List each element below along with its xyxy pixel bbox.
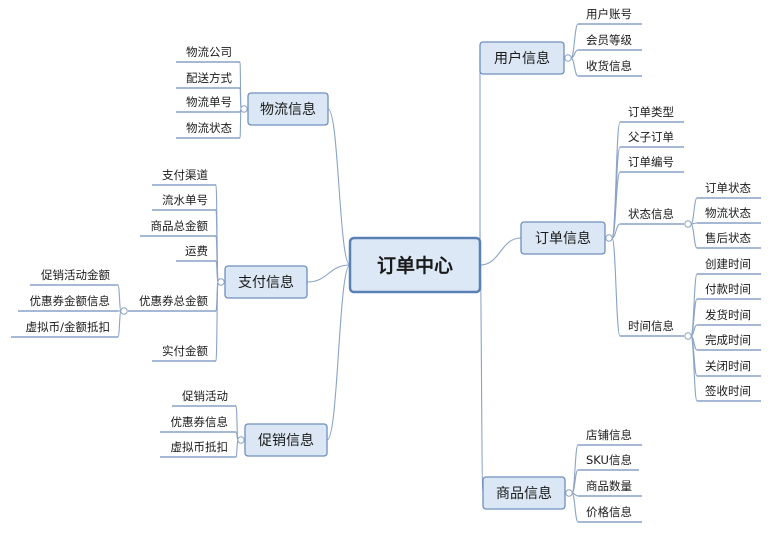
branch-order-item-4-sub-1-label[interactable]: 付款时间 <box>705 282 751 296</box>
branch-payment-item-4-collapse-toggle[interactable] <box>120 307 128 315</box>
branch-promotion-item-2-label[interactable]: 虚拟币抵扣 <box>171 440 229 454</box>
branch-payment-item-4-sub-2-label[interactable]: 虚拟币/金额抵扣 <box>26 320 110 334</box>
branch-order-box[interactable] <box>520 221 606 255</box>
branch-user-item-1-label[interactable]: 会员等级 <box>586 33 632 47</box>
branch-order-item-4-label[interactable]: 时间信息 <box>628 319 674 333</box>
branch-order-item-3-label[interactable]: 状态信息 <box>628 207 674 221</box>
branch-order-item-2-connector <box>611 171 621 239</box>
branch-product-item-3-label[interactable]: 价格信息 <box>586 505 632 519</box>
branch-order-item-4-sub-0-label[interactable]: 创建时间 <box>705 257 751 271</box>
branch-promotion-item-0-label[interactable]: 促销活动 <box>182 389 228 403</box>
branch-order-item-4-sub-1-connector <box>690 298 698 337</box>
branch-user-box[interactable] <box>479 41 565 75</box>
branch-order-item-4-connector <box>611 237 621 337</box>
branch-payment-item-1-label[interactable]: 流水单号 <box>162 193 208 207</box>
branch-user-label: 用户信息 <box>494 50 550 67</box>
branch-payment-item-0-label[interactable]: 支付渠道 <box>162 168 208 182</box>
branch-order-item-4-collapse-toggle[interactable] <box>684 332 692 340</box>
branch-order-label: 订单信息 <box>535 230 591 247</box>
branch-order-item-3-sub-0-connector <box>690 197 698 225</box>
branch-product-box[interactable] <box>482 476 566 510</box>
branch-payment-item-2-label[interactable]: 商品总金额 <box>151 219 209 233</box>
branch-product-item-3-connector <box>571 492 579 523</box>
branch-payment-item-4-label[interactable]: 优惠券总金额 <box>139 294 208 308</box>
branch-logistics-connector <box>327 108 351 266</box>
branch-order-item-1-label[interactable]: 父子订单 <box>628 130 674 144</box>
branch-product-item-0-connector <box>571 444 579 494</box>
branch-promotion-label: 促销信息 <box>258 432 314 449</box>
branch-order-item-4-sub-0-connector <box>690 273 698 337</box>
branch-order-item-0-label[interactable]: 订单类型 <box>628 105 674 119</box>
branch-payment-item-3-label[interactable]: 运费 <box>185 244 208 258</box>
branch-user-item-2-connector <box>570 57 579 77</box>
branch-payment-item-4-sub-0-connector <box>117 284 122 312</box>
branch-product-label: 商品信息 <box>496 485 552 502</box>
branch-logistics-item-3-connector <box>239 108 242 139</box>
branch-logistics-label: 物流信息 <box>260 101 316 118</box>
branch-product-item-2-label[interactable]: 商品数量 <box>586 479 632 493</box>
branch-logistics-item-2-label[interactable]: 物流单号 <box>186 95 232 109</box>
branch-logistics-box[interactable] <box>247 92 329 126</box>
branch-order-item-3-connector <box>611 223 621 239</box>
branch-order-item-4-sub-3-label[interactable]: 完成时间 <box>705 333 751 347</box>
branch-logistics-item-3-label[interactable]: 物流状态 <box>186 121 232 135</box>
branch-order-item-3-collapse-toggle[interactable] <box>684 220 692 228</box>
root-node[interactable]: 订单中心 <box>348 236 482 294</box>
branch-payment-label: 支付信息 <box>238 274 294 291</box>
branch-promotion-connector <box>326 264 351 441</box>
branch-logistics-collapse-toggle[interactable] <box>240 105 248 113</box>
branch-payment-collapse-toggle[interactable] <box>217 278 225 286</box>
branch-order-item-3-sub-2-connector <box>690 223 698 249</box>
branch-order-item-0-connector <box>611 121 621 239</box>
branch-promotion-item-2-connector <box>235 439 239 458</box>
branch-order-collapse-toggle[interactable] <box>605 234 613 242</box>
branch-user-item-2-label[interactable]: 收货信息 <box>586 59 632 73</box>
branch-user-item-0-label[interactable]: 用户账号 <box>586 7 632 21</box>
branch-payment-item-5-label[interactable]: 实付金额 <box>162 344 208 358</box>
branch-promotion-box[interactable] <box>244 423 328 457</box>
root-node-label: 订单中心 <box>377 254 453 277</box>
branch-user-collapse-toggle[interactable] <box>564 54 572 62</box>
branch-order-item-4-sub-4-label[interactable]: 关闭时间 <box>705 359 751 373</box>
branch-logistics-item-1-label[interactable]: 配送方式 <box>186 71 232 85</box>
branch-payment-item-4-sub-1-label[interactable]: 优惠券金额信息 <box>30 294 111 308</box>
branch-order-connector <box>479 237 522 266</box>
branch-promotion-collapse-toggle[interactable] <box>237 436 245 444</box>
branch-payment-item-4-sub-2-connector <box>117 310 122 338</box>
branch-payment-connector <box>306 264 351 283</box>
branch-product-connector <box>479 264 484 494</box>
branch-order-item-4-sub-5-label[interactable]: 签收时间 <box>705 384 751 398</box>
branch-promotion-item-1-label[interactable]: 优惠券信息 <box>171 415 229 429</box>
branch-order-item-2-label[interactable]: 订单编号 <box>628 155 674 169</box>
branch-payment-box[interactable] <box>224 265 308 299</box>
branch-product-item-1-label[interactable]: SKU信息 <box>586 453 632 467</box>
branch-user-item-0-connector <box>570 23 579 59</box>
branch-order-item-4-sub-5-connector <box>690 335 698 402</box>
branch-order-item-3-sub-1-label[interactable]: 物流状态 <box>705 206 751 220</box>
branch-payment-item-4-sub-0-label[interactable]: 促销活动金额 <box>41 268 110 282</box>
branch-product-item-1-connector <box>571 469 579 494</box>
branch-payment-item-5-connector <box>215 281 219 362</box>
branch-product-collapse-toggle[interactable] <box>565 489 573 497</box>
branch-product-item-0-label[interactable]: 店铺信息 <box>586 428 632 442</box>
root-node-box[interactable] <box>348 236 482 294</box>
branch-logistics-item-0-label[interactable]: 物流公司 <box>186 45 232 59</box>
branch-order-item-3-sub-0-label[interactable]: 订单状态 <box>705 181 751 195</box>
branch-order-item-3-sub-2-label[interactable]: 售后状态 <box>705 231 751 245</box>
branch-order-item-4-sub-2-label[interactable]: 发货时间 <box>705 308 751 322</box>
